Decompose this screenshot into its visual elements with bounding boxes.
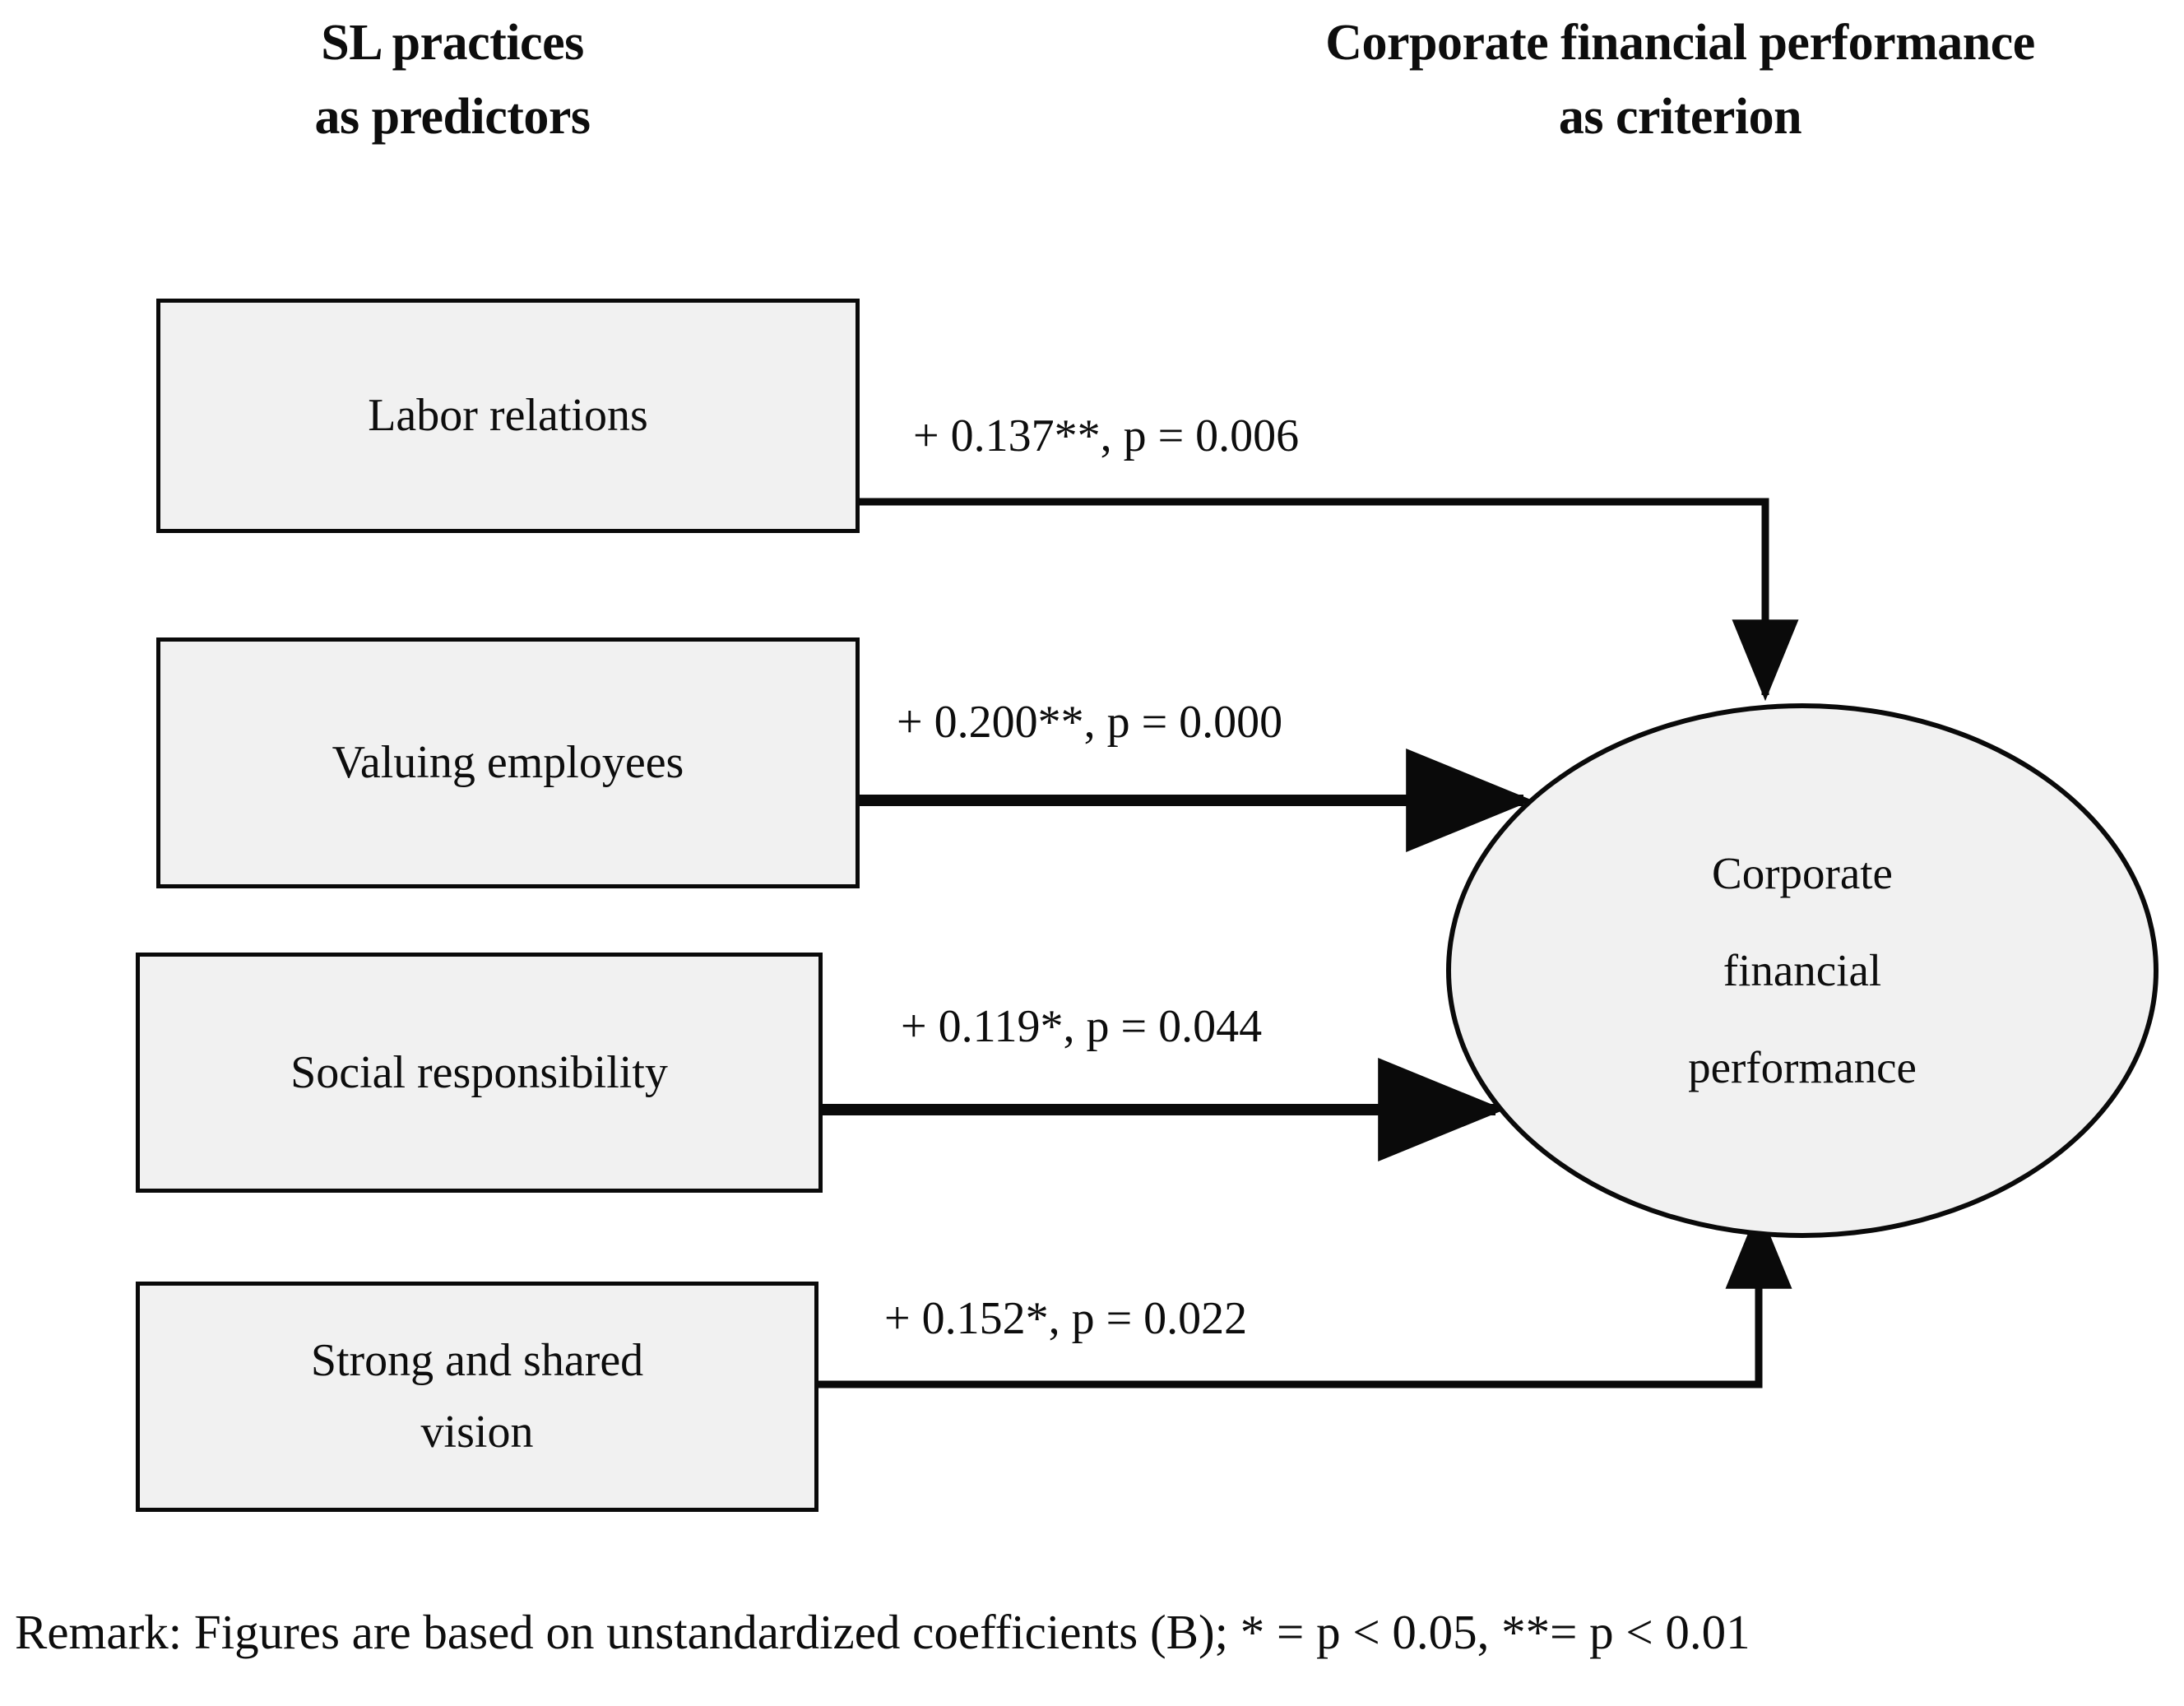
edge-label-valuing-employees: + 0.200**, p = 0.000: [897, 697, 1283, 748]
edge-labor-relations: [860, 498, 1799, 702]
node-strong-and-shared-vision[interactable]: Strong and shared vision: [136, 1282, 818, 1512]
node-social-responsibility[interactable]: Social responsibility: [136, 953, 823, 1193]
node-corporate-financial-performance[interactable]: Corporate financial performance: [1446, 703, 2158, 1238]
column-header-criterion: Corporate financial performance as crite…: [1325, 15, 2035, 145]
figure-remark: Remark: Figures are based on unstandardi…: [15, 1605, 1750, 1659]
node-valuing-employees[interactable]: Valuing employees: [156, 637, 860, 888]
edge-label-strong-shared-vision: + 0.152*, p = 0.022: [884, 1293, 1248, 1344]
edge-label-labor-relations: + 0.137**, p = 0.006: [913, 410, 1300, 461]
column-header-predictors: SL practices as predictors: [314, 15, 591, 145]
edge-strong-shared-vision: [818, 1207, 1792, 1388]
node-labor-relations[interactable]: Labor relations: [156, 299, 860, 533]
edge-label-social-responsibility: + 0.119*, p = 0.044: [901, 1001, 1263, 1052]
